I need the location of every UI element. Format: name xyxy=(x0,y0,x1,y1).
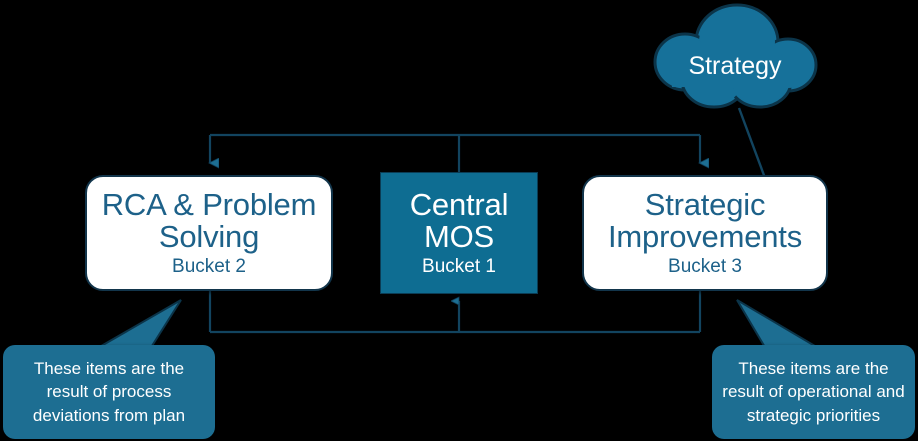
callout-right-text: These items are the result of operationa… xyxy=(722,358,905,425)
node-central-title: Central MOS xyxy=(409,186,509,255)
strategy-cloud-label: Strategy xyxy=(688,52,782,80)
connector-cloud-leader xyxy=(737,107,767,179)
connector-top-bus xyxy=(210,133,700,172)
callout-left[interactable]: These items are the result of process de… xyxy=(3,345,215,439)
node-central-mos[interactable]: Central MOS Bucket 1 xyxy=(380,172,538,294)
callout-left-tail xyxy=(92,299,182,350)
node-rca-problem-solving[interactable]: RCA & Problem Solving Bucket 2 xyxy=(85,175,333,291)
strategy-cloud[interactable]: Strategy xyxy=(652,2,818,114)
node-central-subtitle: Bucket 1 xyxy=(422,256,496,278)
node-strategic-improvements[interactable]: Strategic Improvements Bucket 3 xyxy=(582,175,828,291)
node-strategic-title: Strategic Improvements xyxy=(608,186,802,255)
connector-bottom-bus xyxy=(208,291,702,334)
callout-left-text: These items are the result of process de… xyxy=(32,358,186,425)
callout-right-tail xyxy=(736,299,824,350)
node-rca-title: RCA & Problem Solving xyxy=(101,186,317,255)
callout-right[interactable]: These items are the result of operationa… xyxy=(712,345,915,439)
node-rca-subtitle: Bucket 2 xyxy=(172,256,246,278)
node-strategic-subtitle: Bucket 3 xyxy=(668,256,742,278)
cloud-icon xyxy=(653,3,818,109)
